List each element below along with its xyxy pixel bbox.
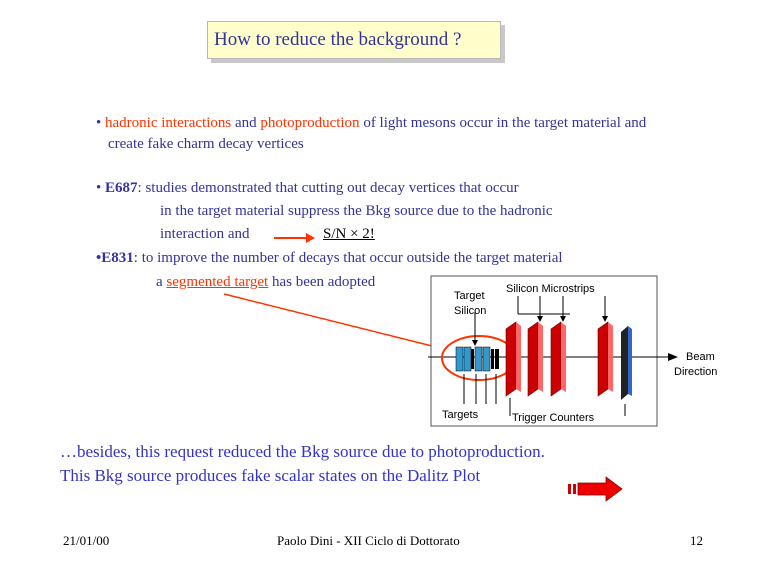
bullet1-rest: of light mesons occur in the target mate…	[363, 115, 647, 131]
bullet1-line2: create fake charm decay vertices	[108, 136, 304, 152]
label-direction: Direction	[674, 366, 717, 378]
footer-author: Paolo Dini - XII Ciclo di Dottorato	[277, 533, 460, 548]
label-targets: Targets	[442, 409, 479, 421]
beam-arrowhead	[668, 353, 678, 361]
bullet-e687: • E687: studies demonstrated that cuttin…	[96, 180, 519, 197]
next-arrow-icon[interactable]	[566, 476, 624, 502]
e687-name: E687	[105, 180, 138, 196]
e831-bullet: •	[96, 250, 102, 266]
label-silicon-microstrips: Silicon Microstrips	[506, 283, 595, 295]
label-target: Target	[454, 290, 485, 302]
segmented-target-link: segmented target	[166, 274, 269, 290]
detector-diagram: Target Silicon Silicon Microstrips Beam …	[428, 275, 717, 427]
label-silicon: Silicon	[454, 305, 486, 317]
bottom-line2: This Bkg source produces fake scalar sta…	[60, 466, 481, 485]
page-number: 12	[690, 533, 703, 548]
label-trigger-counters: Trigger Counters	[512, 412, 595, 424]
right-arrow-icon	[274, 233, 315, 243]
bullet-e831: •E831: to improve the number of decays t…	[96, 250, 563, 267]
e831-line2-post: has been adopted	[271, 274, 376, 290]
photoproduction-text: photoproduction	[260, 115, 360, 131]
slide-title: How to reduce the background ?	[214, 29, 462, 50]
silicon-planes	[505, 321, 613, 397]
e831-line1: : to improve the number of decays that o…	[133, 250, 563, 266]
e831-a: a	[156, 274, 163, 290]
target-stack	[455, 346, 499, 372]
hadronic-text: hadronic interactions	[105, 115, 232, 131]
label-beam: Beam	[686, 351, 715, 363]
bullet-dot: •	[96, 180, 102, 196]
bullet-dot: •	[96, 115, 102, 131]
bottom-line1: …besides, this request reduced the Bkg s…	[60, 442, 545, 461]
e831-name: E831	[101, 250, 134, 266]
trigger-counter	[621, 326, 628, 400]
footer-date: 21/01/00	[63, 533, 110, 548]
title-box: How to reduce the background ?	[207, 21, 501, 59]
bullet-hadronic: • hadronic interactions and photoproduct…	[96, 115, 646, 132]
and-text: and	[234, 115, 257, 131]
e831-line2: a segmented target has been adopted	[156, 274, 375, 291]
e687-line3: interaction and	[160, 226, 250, 242]
sn-result: S/N × 2!	[323, 226, 375, 242]
e687-line2: in the target material suppress the Bkg …	[160, 203, 553, 219]
e687-line1: : studies demonstrated that cutting out …	[137, 180, 519, 196]
